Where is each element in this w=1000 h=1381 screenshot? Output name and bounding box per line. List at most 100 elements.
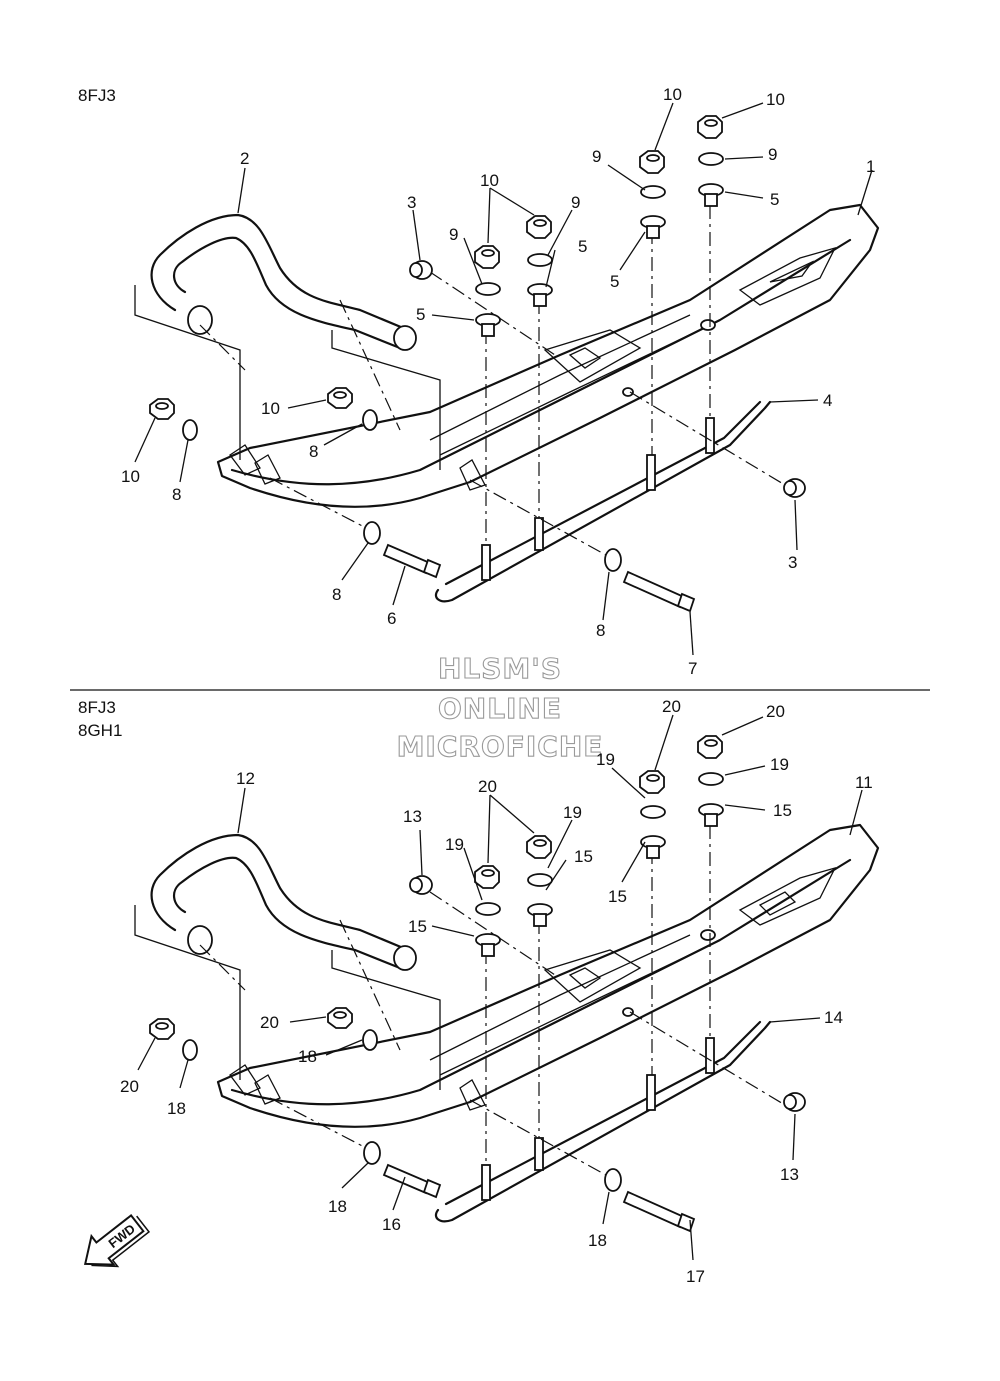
hardware-top	[149, 115, 806, 613]
callout-plain-washer: 9	[592, 147, 601, 166]
nut-icon	[697, 735, 723, 759]
nut-icon	[149, 398, 175, 420]
assembly-lines-top	[199, 205, 791, 561]
washer-icon	[640, 185, 666, 199]
callout-bushing: 13	[403, 807, 422, 826]
nut-icon	[474, 865, 500, 889]
washer-icon	[363, 521, 381, 545]
leader-lines-top	[134, 102, 873, 656]
washer-icon	[182, 1039, 198, 1061]
callout-bushing: 3	[407, 193, 416, 212]
washer-icon	[604, 548, 622, 572]
watermark-line-3: MICROFICHE	[397, 730, 604, 763]
model-code-bottom-2: 8GH1	[78, 721, 122, 740]
model-code-bottom-1: 8FJ3	[78, 698, 116, 717]
fwd-arrow-icon: FWD	[83, 1214, 151, 1268]
washer-icon	[362, 1029, 378, 1051]
nut-icon	[149, 1018, 175, 1040]
washer-icon	[475, 902, 501, 916]
top-section: 8FJ3	[78, 85, 880, 678]
callout-collar: 15	[574, 847, 593, 866]
bushing-icon	[409, 260, 433, 280]
callout-handle: 2	[240, 149, 249, 168]
nut-icon	[327, 387, 353, 409]
callout-plain-washer: 9	[768, 145, 777, 164]
washer-icon	[604, 1168, 622, 1192]
callout-collar: 5	[416, 305, 425, 324]
handle-drawing	[134, 833, 441, 1090]
nut-icon	[697, 115, 723, 139]
callout-washer: 18	[298, 1047, 317, 1066]
callout-bolt: 16	[382, 1215, 401, 1234]
collar-icon	[640, 215, 666, 239]
washer-icon	[182, 419, 198, 441]
nut-icon	[526, 215, 552, 239]
leader-lines-bottom	[137, 714, 863, 1261]
callout-nut: 20	[662, 697, 681, 716]
callout-washer: 8	[172, 485, 181, 504]
callout-nut: 10	[663, 85, 682, 104]
callout-nut: 20	[766, 702, 785, 721]
washer-icon	[362, 409, 378, 431]
callout-washer: 18	[167, 1099, 186, 1118]
runner-drawing	[434, 1020, 772, 1223]
callout-plain-washer: 19	[770, 755, 789, 774]
callout-plain-washer: 19	[445, 835, 464, 854]
hardware-bottom	[149, 735, 806, 1233]
washer-icon	[527, 253, 553, 267]
callout-nut: 10	[261, 399, 280, 418]
model-code-top: 8FJ3	[78, 86, 116, 105]
callouts-top: 1 2 3 3 4 5 5 5 5 6 7 8 8 8 8 9 9 9 9 10…	[121, 85, 875, 678]
callout-handle: 12	[236, 769, 255, 788]
callout-ski: 1	[866, 157, 875, 176]
callout-plain-washer: 9	[571, 193, 580, 212]
callout-runner: 4	[823, 391, 832, 410]
nut-icon	[639, 770, 665, 794]
callout-nut: 10	[121, 467, 140, 486]
nut-icon	[526, 835, 552, 859]
callout-washer: 8	[309, 442, 318, 461]
callout-plain-washer: 9	[449, 225, 458, 244]
collar-icon	[475, 933, 501, 957]
callout-washer: 8	[332, 585, 341, 604]
watermark-line-2: ONLINE	[438, 692, 562, 725]
callout-runner: 14	[824, 1008, 843, 1027]
handle-drawing	[134, 213, 441, 470]
callout-collar: 5	[770, 190, 779, 209]
assembly-lines-bottom	[199, 825, 791, 1181]
washer-icon	[363, 1141, 381, 1165]
callout-nut: 10	[480, 171, 499, 190]
bolt-icon	[382, 1163, 442, 1199]
callout-bolt: 6	[387, 609, 396, 628]
washer-icon	[698, 152, 724, 166]
ski-drawing	[216, 203, 880, 508]
collar-icon	[527, 903, 553, 927]
callout-collar: 15	[408, 917, 427, 936]
collar-icon	[698, 183, 724, 207]
callout-collar: 5	[610, 272, 619, 291]
collar-icon	[527, 283, 553, 307]
runner-drawing	[434, 400, 772, 603]
callout-nut: 10	[766, 90, 785, 109]
callout-collar: 15	[773, 801, 792, 820]
callout-collar: 5	[578, 237, 587, 256]
callouts-bottom: 11 12 13 13 14 15 15 15 15 16 17 18 18 1…	[120, 697, 873, 1286]
bottom-section: 8FJ3 8GH1	[78, 697, 880, 1286]
callout-bushing: 13	[780, 1165, 799, 1184]
callout-nut: 20	[260, 1013, 279, 1032]
bolt-icon	[622, 1190, 696, 1233]
callout-bolt: 17	[686, 1267, 705, 1286]
bushing-icon	[783, 1092, 806, 1112]
callout-plain-washer: 19	[596, 750, 615, 769]
washer-icon	[698, 772, 724, 786]
nut-icon	[327, 1007, 353, 1029]
callout-nut: 20	[478, 777, 497, 796]
collar-icon	[475, 313, 501, 337]
callout-bolt: 7	[688, 659, 697, 678]
callout-plain-washer: 19	[563, 803, 582, 822]
washer-icon	[527, 873, 553, 887]
bolt-icon	[382, 543, 442, 579]
watermark-line-1: HLSM'S	[438, 652, 562, 685]
collar-icon	[698, 803, 724, 827]
